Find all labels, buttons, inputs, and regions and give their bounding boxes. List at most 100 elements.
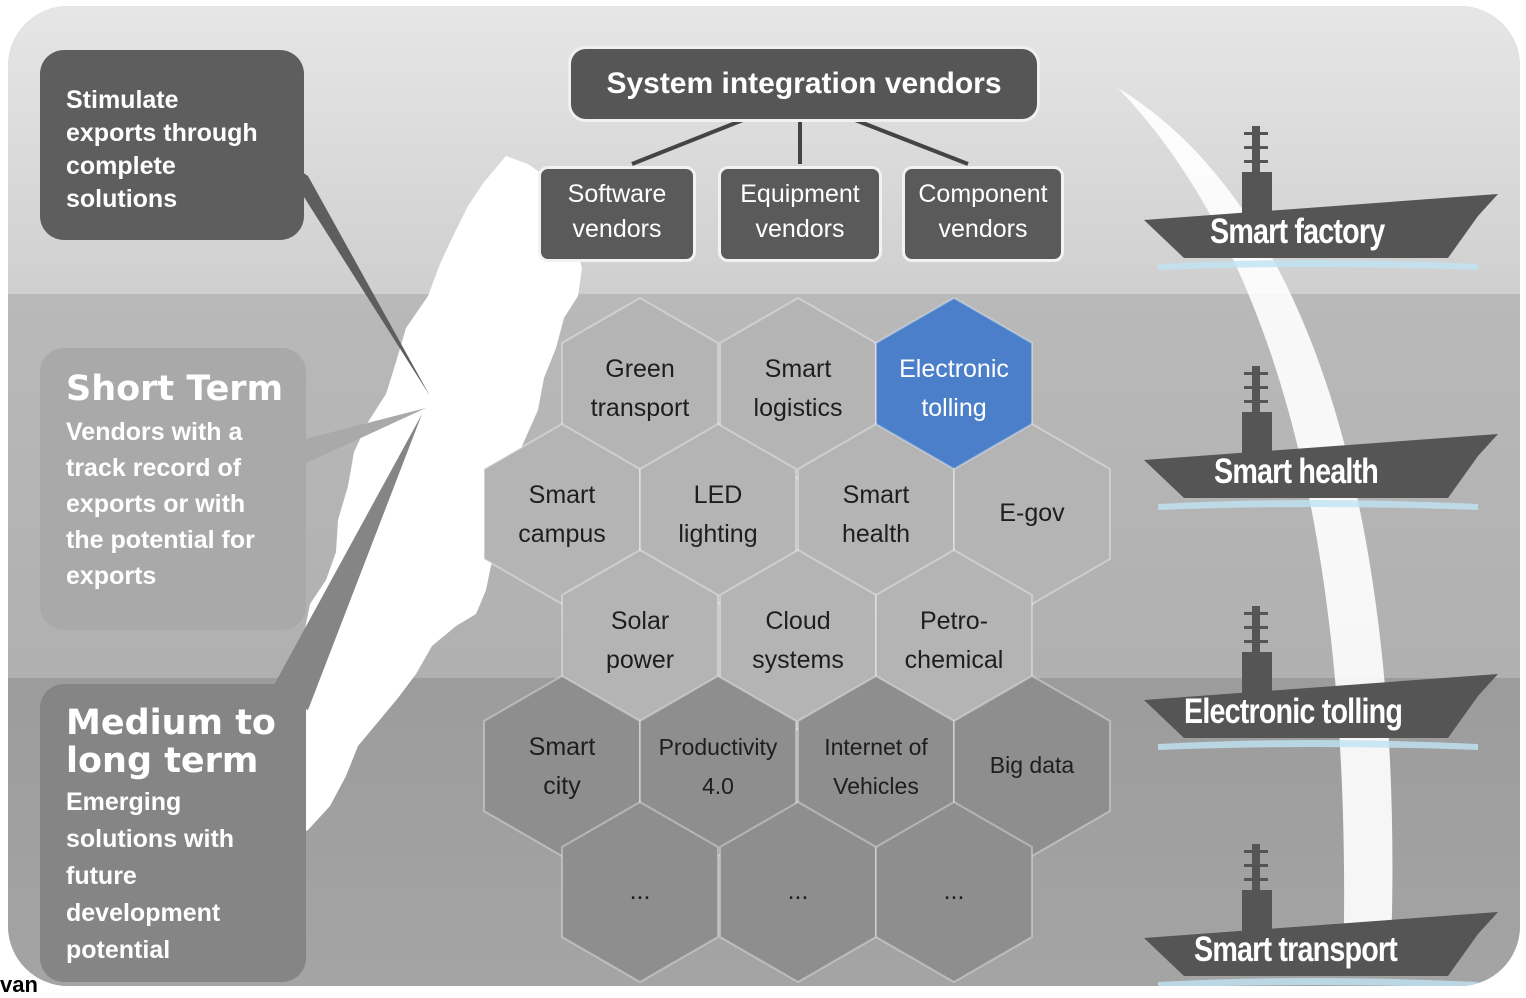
aircraft-carrier-icon xyxy=(1144,606,1498,750)
callout-line: Emerging xyxy=(66,788,182,816)
hexagon-label: Cloud systems xyxy=(723,602,873,680)
hexagon-label: Smart city xyxy=(487,728,637,806)
hexagon-label: Petro-chemical xyxy=(879,602,1029,680)
hexagon-cell xyxy=(875,548,1033,732)
hexagon-label-line: ... xyxy=(943,877,965,905)
hexagon-grid xyxy=(483,296,1111,984)
hexagon-label-line: logistics xyxy=(753,394,843,422)
taiwan-island-shape xyxy=(276,156,582,840)
hexagon-cell xyxy=(561,800,719,984)
hexagon-label-line: Green xyxy=(605,355,675,383)
hexagon-label-line: Electronic xyxy=(899,355,1009,383)
hexagon-label-line: Solar xyxy=(610,607,670,635)
callout-line: exports through xyxy=(66,119,258,147)
hexagon-cell xyxy=(797,674,955,858)
hexagon-label-line: city xyxy=(543,772,581,800)
callout-pointer-medium xyxy=(268,414,422,710)
vendor-label: vendors xyxy=(572,215,662,243)
hexagon-label-line: power xyxy=(605,646,675,674)
hexagon-label-line: 4.0 xyxy=(702,773,734,799)
callout-line: track record of xyxy=(66,454,242,482)
hexagon-label-line: E-gov xyxy=(999,499,1065,527)
hexagon-cell xyxy=(875,296,1033,480)
hexagon-cell xyxy=(561,548,719,732)
hexagon-label-line: Internet of xyxy=(824,734,928,760)
hexagon-label: ... xyxy=(723,872,873,911)
hexagon-label-line: health xyxy=(841,520,911,548)
hexagon-label-line: systems xyxy=(752,646,844,674)
hexagon-label: Smart campus xyxy=(487,476,637,554)
hexagon-label-line: ... xyxy=(787,877,809,905)
hexagon-label: Smart logistics xyxy=(723,350,873,428)
hexagon-cell xyxy=(639,674,797,858)
hexagon-label-line: Smart xyxy=(764,355,832,383)
hexagon-cell xyxy=(639,422,797,606)
hexagon-label: Big data xyxy=(957,746,1107,785)
connector-line xyxy=(631,116,749,166)
hexagon-label: E-gov xyxy=(957,494,1107,533)
hexagon-label-line: Productivity xyxy=(658,734,778,760)
hexagon-label-line: Vehicles xyxy=(833,773,919,799)
callout-line: solutions xyxy=(66,185,178,213)
vendor-label: vendors xyxy=(938,215,1028,243)
hexagon-cell xyxy=(797,422,955,606)
medium-term-title: Medium to xyxy=(66,703,276,743)
aircraft-carrier-icon xyxy=(1144,126,1498,270)
ship-label-smart-factory: Smart factory xyxy=(1210,212,1385,251)
callout-line: complete xyxy=(66,152,176,180)
hexagon-label-line: ... xyxy=(629,877,651,905)
hexagon-label-line: Smart xyxy=(528,481,596,509)
ship-label-electronic-tolling: Electronic tolling xyxy=(1184,692,1403,731)
hexagon-label-line: Smart xyxy=(528,733,596,761)
callout-medium-term: Medium to long term Emerging solutions w… xyxy=(40,684,306,982)
aircraft-carrier-icon xyxy=(1144,844,1498,986)
vendor-label: Software xyxy=(567,180,667,208)
footnote: van xyxy=(0,972,38,997)
hexagon-cell xyxy=(483,422,641,606)
medium-term-title: long term xyxy=(66,741,259,781)
callout-line: exports or with xyxy=(66,490,246,518)
diagram-graphics xyxy=(268,88,1498,986)
hexagon-cell xyxy=(953,422,1111,606)
callout-pointer-short xyxy=(278,408,426,476)
callout-line: the potential for xyxy=(66,526,255,554)
hexagon-label-line: transport xyxy=(590,394,690,422)
hexagon-label: Solar power xyxy=(565,602,715,680)
callout-line: potential xyxy=(66,936,171,964)
callout-line: future xyxy=(66,862,137,890)
callout-line: solutions with xyxy=(66,825,235,853)
callout-pointer-top xyxy=(278,156,430,396)
component-vendors-box: Component vendors xyxy=(902,166,1064,262)
callout-line: Stimulate xyxy=(66,86,179,114)
hexagon-label: Productivity 4.0 xyxy=(643,728,793,806)
callout-line: Vendors with a xyxy=(66,418,243,446)
callout-line: development xyxy=(66,899,221,927)
hexagon-label-line: chemical xyxy=(904,646,1004,674)
callout-line: exports xyxy=(66,562,157,590)
hexagon-label-line: campus xyxy=(518,520,606,548)
hexagon-label-line: tolling xyxy=(921,394,987,422)
hexagon-cell xyxy=(719,296,877,480)
hexagon-cell xyxy=(875,800,1033,984)
hexagon-label-line: Cloud xyxy=(765,607,831,635)
hexagon-cell xyxy=(483,674,641,858)
hexagon-cell xyxy=(561,296,719,480)
software-vendors-box: Software vendors xyxy=(538,166,696,262)
callout-exports: Stimulate exports through complete solut… xyxy=(40,50,304,240)
hexagon-label: ... xyxy=(879,872,1029,911)
hexagon-label: Internet of Vehicles xyxy=(801,728,951,806)
callout-short-term: Short Term Vendors with a track record o… xyxy=(40,348,306,630)
short-term-title: Short Term xyxy=(66,369,284,409)
hexagon-label: Green transport xyxy=(565,350,715,428)
equipment-vendors-box: Equipment vendors xyxy=(718,166,882,262)
connector-line xyxy=(849,116,969,166)
ship-label-smart-health: Smart health xyxy=(1214,452,1379,491)
vendor-label: vendors xyxy=(755,215,845,243)
aircraft-carrier-icon xyxy=(1144,366,1498,510)
hexagon-cell xyxy=(953,674,1111,858)
vendor-label: Component xyxy=(918,180,1048,208)
ship-group xyxy=(1144,126,1498,986)
vendor-label: Equipment xyxy=(740,180,860,208)
